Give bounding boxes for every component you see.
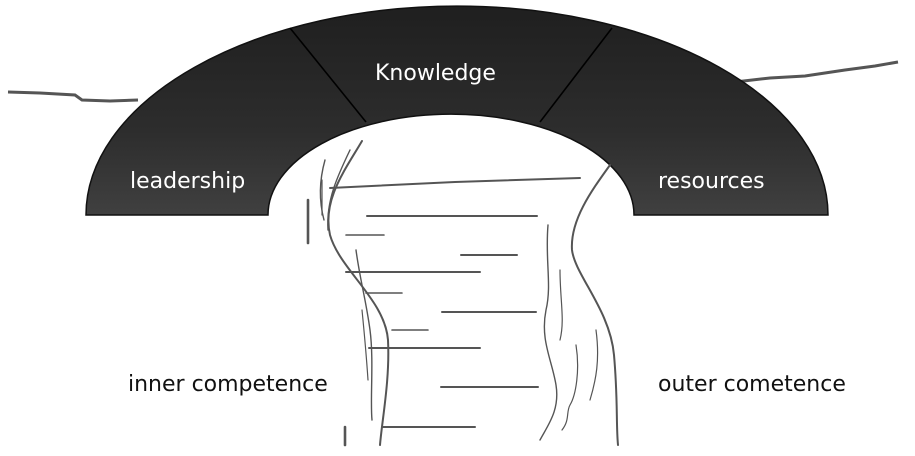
arch-segment-resources-label: resources [658,169,765,194]
right-bank-line [734,60,899,84]
left-bank-line [7,90,139,103]
inner-competence-label: inner competence [128,372,328,397]
stem-sketch [306,140,619,447]
arch-segment-leadership-label: leadership [130,169,246,194]
outer-competence-label: outer cometence [658,372,846,397]
arch-segment-knowledge-label: Knowledge [375,61,496,86]
arch-divider-left [289,27,367,123]
arch-body [85,5,829,216]
arch-divider-right [539,27,613,123]
